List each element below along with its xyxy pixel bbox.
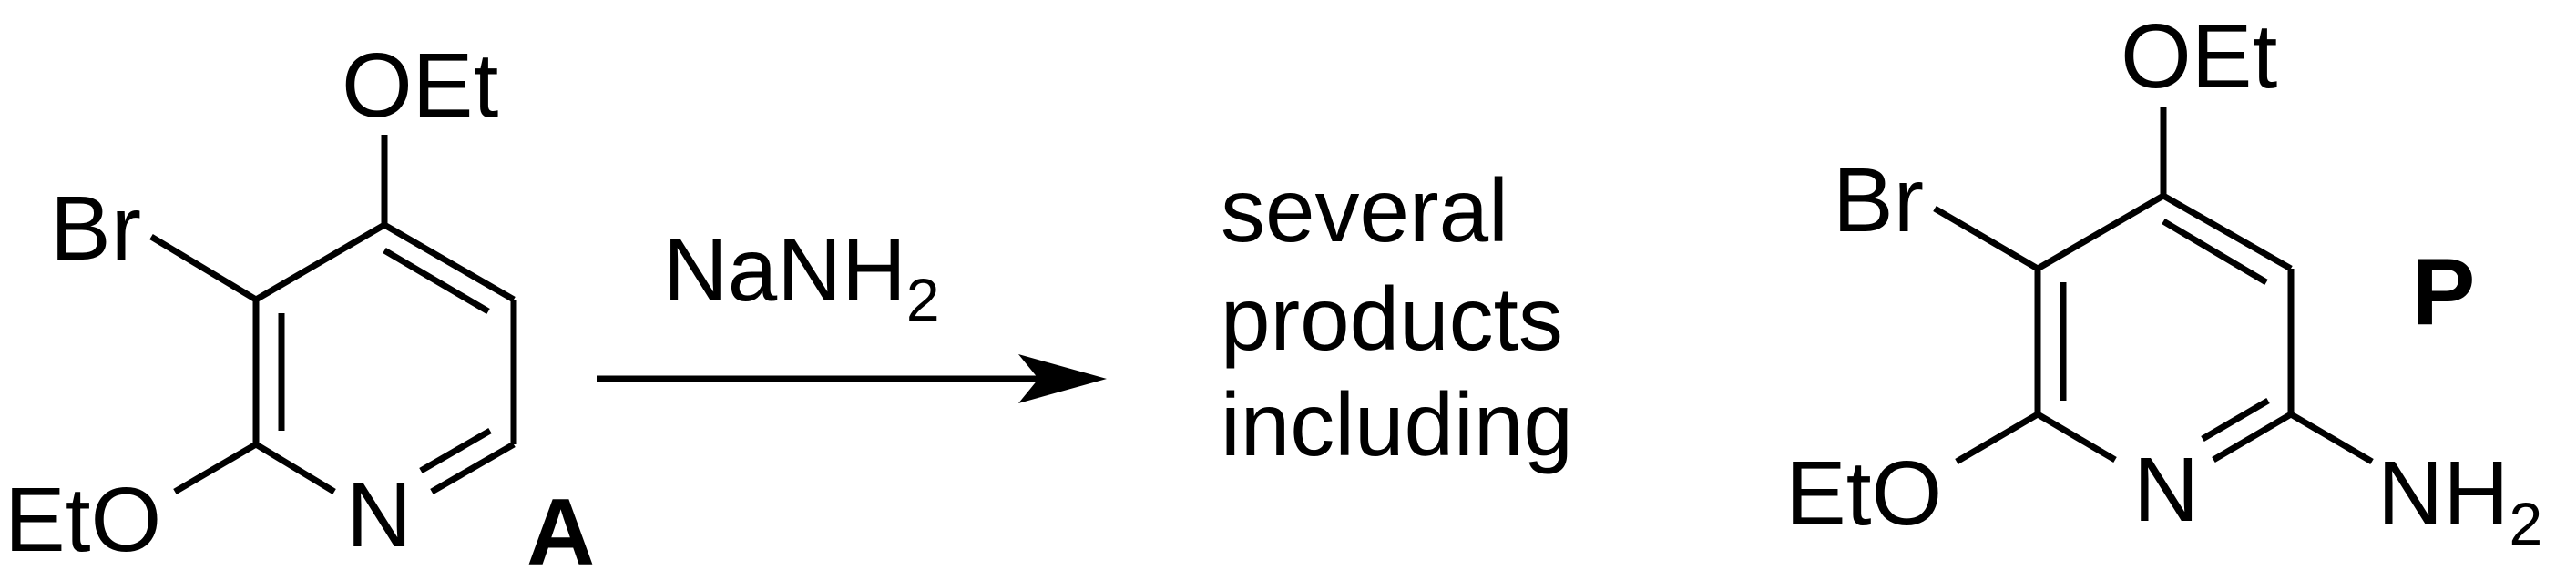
result-line-2: products [1221, 269, 1563, 369]
bond-c6-nh2 [2289, 411, 2374, 465]
reagent-subscript: 2 [906, 266, 940, 333]
atom-n: N [2133, 439, 2199, 541]
bond-n-c6 [2212, 411, 2293, 463]
bond-c2-eto [1955, 411, 2039, 465]
atom-nh-subscript: 2 [2509, 490, 2542, 557]
result-line-1: several [1221, 160, 1508, 260]
atom-br: Br [50, 178, 141, 280]
bond-c6-n [430, 441, 516, 495]
reagent-label: NaNH2 [663, 219, 940, 333]
bond-c5-c4 [2162, 192, 2293, 272]
atom-oet-top: OEt [2121, 5, 2277, 107]
bond-c4-c3 [2036, 192, 2165, 272]
bond-c3-br [149, 233, 258, 303]
result-line-3: including [1221, 374, 1573, 474]
label-a: A [526, 480, 595, 570]
bond-c4-c5 [383, 221, 516, 303]
atom-n: N [346, 464, 412, 566]
bond-inner-c4-c5 [383, 247, 490, 315]
bond-c2-n [2036, 411, 2117, 463]
bond-n-c2 [254, 442, 336, 494]
label-p: P [2412, 239, 2475, 345]
reaction-arrow-group: NaNH2 [597, 219, 1107, 403]
bond-inner-c6-n [419, 427, 492, 474]
reactant-molecule: OEt Br EtO N A [5, 35, 595, 570]
product-molecule: OEt Br EtO N NH2 P [1785, 5, 2542, 557]
result-text: several products including [1221, 160, 1573, 474]
bond-c2-eto [173, 441, 258, 495]
bond-c3-br [1933, 205, 2039, 272]
bond-c3-c4 [254, 221, 386, 303]
atom-eto: EtO [1785, 443, 1942, 545]
reaction-arrow-head [1018, 354, 1107, 403]
bond-inner-n-c6 [2201, 397, 2270, 443]
atom-nh: NH [2377, 443, 2509, 545]
atom-br: Br [1833, 149, 1924, 251]
bond-inner-c5-c4 [2162, 218, 2268, 286]
reagent-main: NaNH [663, 219, 906, 320]
atom-eto: EtO [5, 469, 161, 570]
atom-oet-top: OEt [342, 35, 498, 137]
atom-nh2: NH2 [2377, 443, 2542, 557]
